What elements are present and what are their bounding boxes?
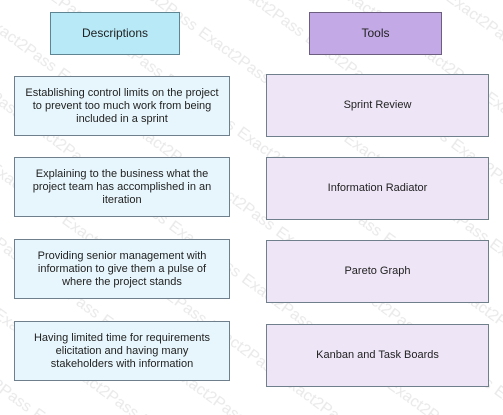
description-box-4[interactable]: Having limited time for requirements eli… bbox=[14, 321, 230, 381]
tools-header: Tools bbox=[309, 12, 442, 55]
description-box-1[interactable]: Establishing control limits on the proje… bbox=[14, 76, 230, 136]
description-box-3[interactable]: Providing senior management with informa… bbox=[14, 239, 230, 299]
description-box-2[interactable]: Explaining to the business what the proj… bbox=[14, 157, 230, 217]
tool-box-information-radiator[interactable]: Information Radiator bbox=[266, 157, 489, 220]
tool-box-sprint-review[interactable]: Sprint Review bbox=[266, 74, 489, 137]
descriptions-header: Descriptions bbox=[50, 12, 180, 55]
tool-box-kanban-task-boards[interactable]: Kanban and Task Boards bbox=[266, 324, 489, 387]
tool-box-pareto-graph[interactable]: Pareto Graph bbox=[266, 240, 489, 303]
